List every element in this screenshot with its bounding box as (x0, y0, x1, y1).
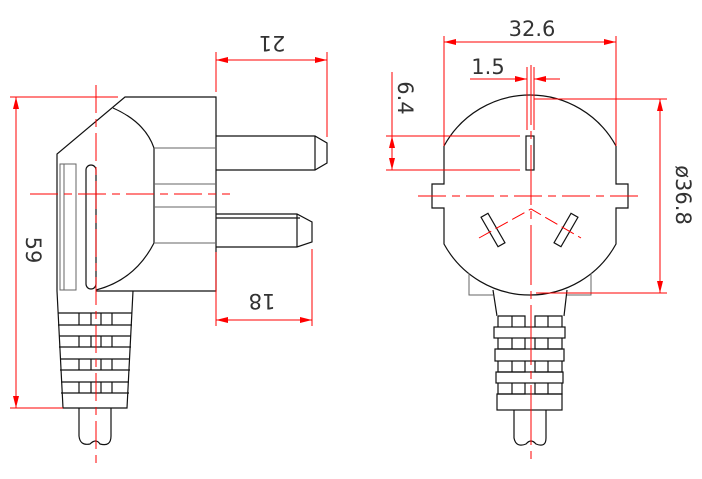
dimension-18: 18 (215, 249, 313, 326)
dimension-label-1-5: 1.5 (471, 55, 504, 79)
dimension-label-18: 18 (249, 289, 276, 313)
dimension-label-21: 21 (259, 31, 286, 55)
plug-face (431, 94, 629, 296)
left-pin-slot (480, 212, 506, 248)
cable-front (513, 410, 547, 446)
dimension-label-36-8: ø36.8 (671, 165, 695, 225)
dimension-diameter-36-8: ø36.8 (534, 98, 695, 294)
earth-pin-slot (525, 135, 535, 171)
dimension-label-6-4: 6.4 (393, 81, 417, 114)
dimension-21: 21 (215, 31, 328, 137)
dimension-label-32-6: 32.6 (509, 17, 556, 41)
dimension-1-5: 1.5 (470, 55, 560, 130)
cable-side (78, 408, 112, 446)
cable-boot-side (56, 290, 134, 409)
long-pin (216, 135, 328, 171)
dimension-6-4: 6.4 (386, 72, 520, 171)
pin-angle-lines (478, 208, 582, 239)
cable-boot-front (492, 289, 568, 411)
short-pin (216, 213, 313, 248)
dimension-59: 59 (10, 96, 118, 409)
dimension-label-59: 59 (21, 237, 45, 264)
right-pin-slot (553, 212, 579, 248)
front-view: 32.6 1.5 6.4 ø36.8 (386, 17, 695, 462)
dimension-32-6: 32.6 (443, 17, 617, 146)
plug-body-side (56, 96, 217, 292)
side-view: 59 21 18 (10, 31, 328, 469)
